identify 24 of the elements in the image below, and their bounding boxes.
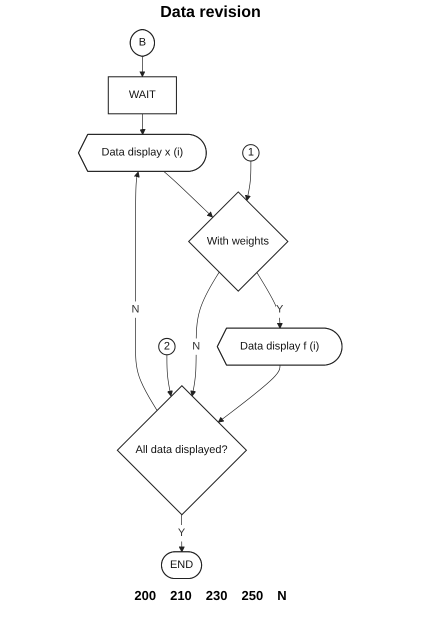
line-number-label: 210: [170, 588, 192, 603]
node-circle: 1: [242, 144, 260, 162]
arrow: [190, 272, 220, 397]
diagram-title: Data revision: [159, 4, 262, 22]
arrow: [218, 365, 281, 423]
line-number-label: N: [277, 588, 287, 603]
arrow: [134, 171, 158, 411]
arrow: [164, 171, 214, 218]
edge-label: Y: [276, 303, 284, 316]
edge-label: N: [192, 340, 200, 352]
edge-label: N: [132, 303, 140, 316]
line-number-label: 200: [134, 588, 156, 603]
edge-label: Y: [178, 527, 186, 539]
arrow: [140, 56, 146, 78]
node-circle: 2: [158, 338, 176, 356]
arrow: [140, 113, 146, 135]
arrow: [245, 160, 252, 202]
node-box: WAIT: [108, 76, 178, 114]
arrow: [256, 272, 284, 329]
node-diamond: With weights: [188, 191, 289, 292]
line-number-label: 250: [242, 588, 264, 603]
arrow: [166, 354, 174, 397]
line-number-label: 230: [206, 588, 228, 603]
node-diamond: All data displayed?: [116, 384, 248, 516]
